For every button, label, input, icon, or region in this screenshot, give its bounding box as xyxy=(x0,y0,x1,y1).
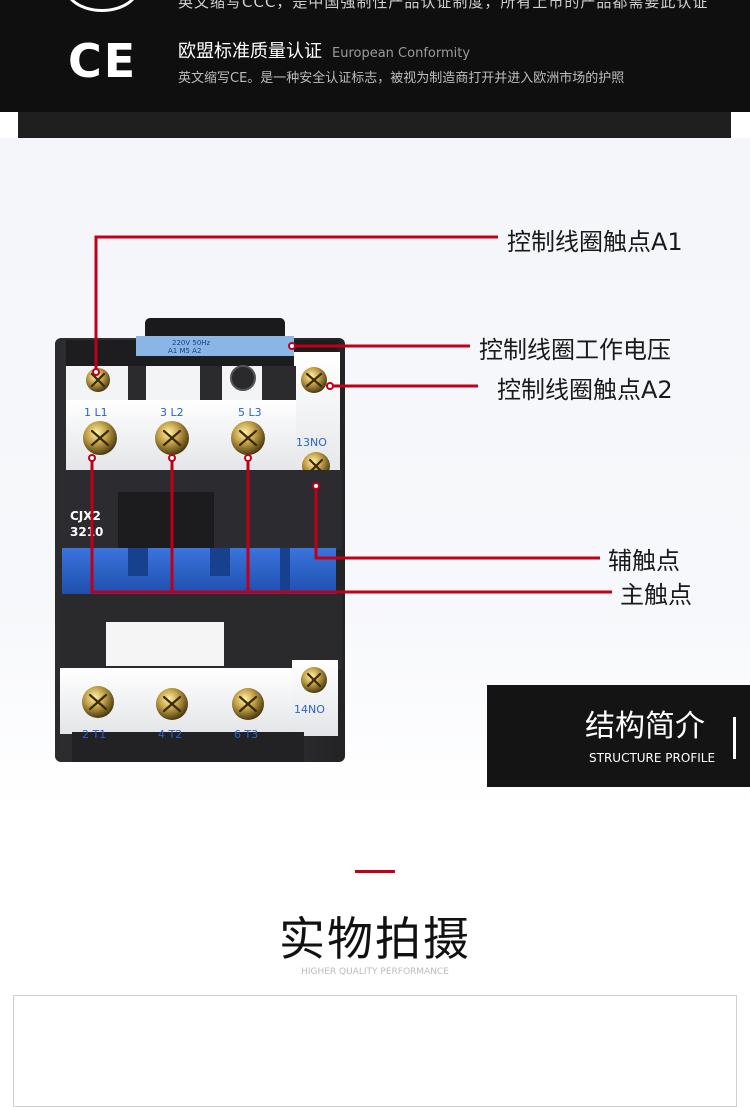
coil-label-plate xyxy=(136,336,294,356)
physical-shot-subtitle: HIGHER QUALITY PERFORMANCE xyxy=(301,967,449,977)
screw-slots xyxy=(90,372,324,474)
certification-title-en: European Conformity xyxy=(332,46,471,61)
blue-carrier-slot-2 xyxy=(210,548,230,576)
bottom-feet xyxy=(72,732,304,762)
certification-description: 英文缩写CE。是一种安全认证标志，被视为制造商打开并进入欧洲市场的护照 xyxy=(178,71,625,86)
section-accent-dash xyxy=(355,870,395,873)
leader-aux xyxy=(314,486,600,560)
terminal-label-l3: 5 L3 xyxy=(238,406,262,419)
model-text-1: CJX2 xyxy=(70,509,101,523)
top-divider-2 xyxy=(200,366,222,400)
certification-cut-line: 英文缩写CCC，是中国强制性产品认证制度，所有上市的产品都需要此认证 xyxy=(178,0,709,11)
terminal-label-l1: 1 L1 xyxy=(84,406,108,419)
callout-dots xyxy=(88,342,334,490)
coil-voltage-text: 220V 50Hz xyxy=(172,339,211,347)
callout-leaders xyxy=(90,235,612,594)
profile-bar xyxy=(733,717,736,759)
terminal-label-t1: 2 T1 xyxy=(82,728,106,741)
blue-contact-carrier xyxy=(62,548,336,594)
physical-shot-title: 实物拍摄 xyxy=(279,912,471,966)
leader-a1 xyxy=(94,235,498,372)
certification-banner: 英文缩写CCC，是中国强制性产品认证制度，所有上市的产品都需要此认证 CE 欧盟… xyxy=(0,0,750,112)
top-divider-1 xyxy=(128,366,146,400)
physical-photo-frame xyxy=(13,995,737,1107)
profile-title: 结构简介 xyxy=(585,709,705,744)
coil-screw-mid xyxy=(230,365,256,391)
callout-coil-a1: 控制线圈触点A1 xyxy=(507,228,683,256)
certification-title: 欧盟标准质量认证 European Conformity xyxy=(178,37,470,63)
callout-aux-contact: 辅触点 xyxy=(608,547,680,575)
callout-coil-voltage: 控制线圈工作电压 xyxy=(479,336,671,364)
model-text-2: 3210 xyxy=(70,525,103,539)
leader-main xyxy=(90,458,612,594)
blue-carrier-slot-1 xyxy=(128,548,148,576)
blue-carrier-slot-3 xyxy=(280,548,290,594)
ce-logo-icon: CE xyxy=(68,34,138,88)
callout-coil-a2: 控制线圈触点A2 xyxy=(497,376,673,404)
label-window xyxy=(106,622,224,666)
banner-shelf xyxy=(18,112,731,138)
structure-profile-badge: 结构简介 STRUCTURE PROFILE xyxy=(487,685,750,787)
terminal-label-l2: 3 L2 xyxy=(160,406,184,419)
terminal-label-t3: 6 T3 xyxy=(234,728,258,741)
center-window xyxy=(118,492,214,554)
profile-subtitle: STRUCTURE PROFILE xyxy=(589,751,716,765)
bottom-screw-slots xyxy=(88,672,322,713)
terminal-label-t2: 4 T2 xyxy=(158,728,182,741)
terminal-label-13no: 13NO xyxy=(296,436,327,449)
certification-title-cn: 欧盟标准质量认证 xyxy=(178,41,322,62)
coil-pins-text: A1 M5 A2 xyxy=(168,347,201,355)
callout-main-contact: 主触点 xyxy=(620,581,692,609)
top-divider-3 xyxy=(262,366,296,400)
terminal-label-14no: 14NO xyxy=(294,703,325,716)
